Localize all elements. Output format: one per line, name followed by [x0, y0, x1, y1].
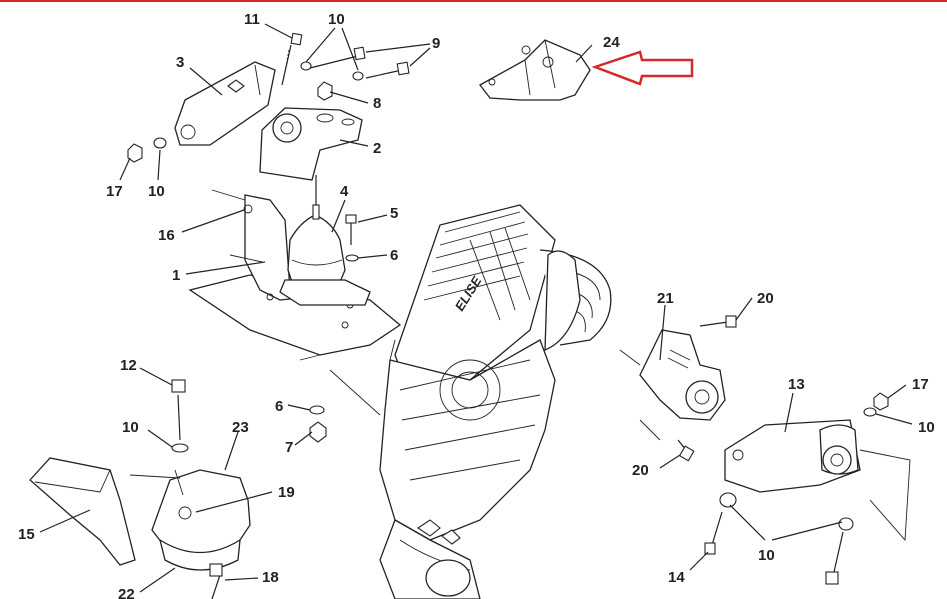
label-6-lower: 6 [275, 398, 283, 415]
label-10-lower-left: 10 [122, 419, 139, 436]
label-24: 24 [603, 34, 620, 51]
bracket-2 [259, 107, 363, 181]
label-16: 16 [158, 227, 175, 244]
plate-3 [174, 61, 276, 146]
bracket-13 [704, 392, 911, 585]
engine-mount-plate-1 [188, 189, 402, 416]
label-12: 12 [120, 357, 137, 374]
mount-21 [619, 315, 737, 462]
lower-left-mount [29, 379, 251, 599]
label-11: 11 [244, 11, 260, 28]
label-10-left: 10 [148, 183, 165, 200]
top-small-parts [127, 32, 410, 163]
label-17-right: 17 [912, 376, 929, 393]
bracket-24 [479, 39, 591, 101]
label-10-bottom: 10 [758, 547, 775, 564]
top-border [0, 0, 947, 2]
highlight-arrow [591, 50, 694, 86]
label-19: 19 [278, 484, 295, 501]
rubber-mount-4 [279, 175, 371, 306]
engine: ELISE [379, 204, 612, 599]
part-labels: 11 10 9 3 8 2 17 10 4 5 16 6 1 24 12 6 1… [18, 11, 935, 599]
label-9: 9 [432, 35, 440, 52]
label-3: 3 [176, 54, 184, 71]
label-7: 7 [285, 439, 293, 456]
label-8: 8 [373, 95, 381, 112]
label-10-top: 10 [328, 11, 345, 28]
label-20-upper: 20 [757, 290, 774, 307]
label-18: 18 [262, 569, 279, 586]
label-22: 22 [118, 586, 135, 599]
leader-lines [39, 23, 913, 593]
label-20-lower: 20 [632, 462, 649, 479]
label-4: 4 [340, 183, 349, 200]
label-15: 15 [18, 526, 35, 543]
label-5: 5 [390, 205, 398, 222]
label-21: 21 [657, 290, 674, 307]
label-6-upper: 6 [390, 247, 398, 264]
label-10-right: 10 [918, 419, 935, 436]
label-17-left: 17 [106, 183, 123, 200]
label-14: 14 [668, 569, 685, 586]
label-1: 1 [172, 267, 180, 284]
label-2: 2 [373, 140, 381, 157]
label-13: 13 [788, 376, 805, 393]
label-23: 23 [232, 419, 249, 436]
